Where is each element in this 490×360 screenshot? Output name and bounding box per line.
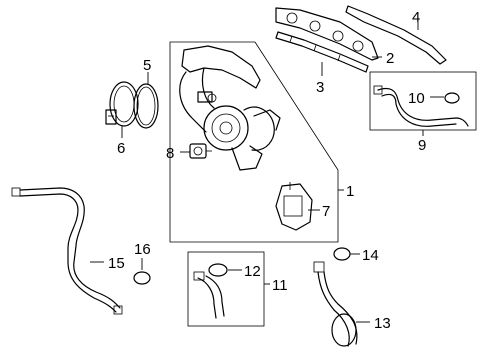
callout-12: 12 xyxy=(244,263,261,280)
callout-9: 9 xyxy=(418,137,426,154)
callout-5: 5 xyxy=(143,57,151,74)
callout-8: 8 xyxy=(166,145,174,162)
callout-11: 11 xyxy=(272,277,288,294)
callout-15: 15 xyxy=(108,255,125,272)
callout-3: 3 xyxy=(316,79,324,96)
callout-1: 1 xyxy=(346,183,354,200)
heat-shield-strip xyxy=(275,31,369,73)
callout-7: 7 xyxy=(322,203,330,220)
pipe-11 xyxy=(193,271,225,319)
turbocharger xyxy=(179,45,281,171)
actuator-7 xyxy=(275,182,313,231)
return-line-13 xyxy=(313,261,358,347)
seal-12 xyxy=(208,263,228,277)
seal-16 xyxy=(133,271,151,285)
seal-14 xyxy=(333,247,351,261)
clamp-6 xyxy=(105,81,139,127)
callout-10: 10 xyxy=(408,90,425,107)
box-11 xyxy=(187,251,265,327)
callout-13: 13 xyxy=(374,315,391,332)
gasket-4 xyxy=(345,5,447,65)
assembly-outline xyxy=(169,41,339,243)
callout-14: 14 xyxy=(362,247,379,264)
manifold-gasket xyxy=(275,7,379,61)
callout-16: 16 xyxy=(134,241,151,258)
callout-4: 4 xyxy=(412,9,420,26)
callout-2: 2 xyxy=(386,50,394,67)
callout-6: 6 xyxy=(117,140,125,157)
oil-line-9 xyxy=(373,85,469,127)
seal-10 xyxy=(444,92,460,104)
coolant-line-15 xyxy=(11,187,123,315)
fitting-8 xyxy=(189,143,212,159)
